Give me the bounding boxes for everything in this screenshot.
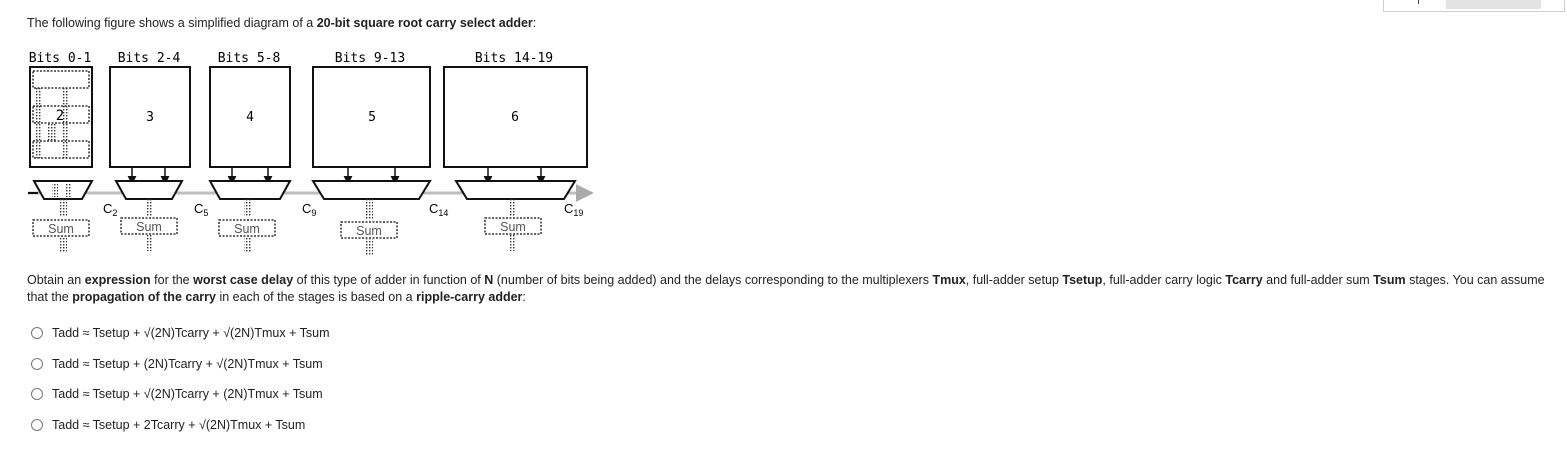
mux-3 xyxy=(311,180,432,200)
sum-label-3: Sum xyxy=(356,224,382,238)
sum-box-2: Sum xyxy=(218,219,276,237)
stage-2-block xyxy=(209,66,291,168)
sum-label-2: Sum xyxy=(234,222,260,236)
stage-4-block xyxy=(443,66,588,168)
bits-label-3: Bits 9-13 xyxy=(335,51,405,66)
carry-select-adder-diagram: Bits 0-1 Bits 2-4 Bits 5-8 Bits 9-13 Bit… xyxy=(28,51,594,255)
carry-c9: C9 xyxy=(302,201,316,218)
carry-c5: C5 xyxy=(194,201,208,218)
intro-text: The following figure shows a simplified … xyxy=(27,16,537,30)
bits-label-1: Bits 2-4 xyxy=(118,51,181,66)
stage-4-size: 6 xyxy=(511,110,519,125)
sum-box-0: Sum xyxy=(32,219,90,237)
bits-label-0: Bits 0-1 xyxy=(29,51,92,66)
stage-1-block xyxy=(109,66,191,168)
stage-3-block xyxy=(312,66,431,168)
question-text: Obtain an expression for the worst case … xyxy=(27,273,1545,304)
carry-c19: C19 xyxy=(564,201,583,218)
option-1[interactable]: Tadd ≈ Tsetup + √(2N)Tcarry + √(2N)Tmux … xyxy=(31,318,330,349)
stage-0-size: 2 xyxy=(56,108,64,124)
stage-0-block: 2 xyxy=(29,66,93,168)
option-label-2[interactable]: Tadd ≈ Tsetup + (2N)Tcarry + √(2N)Tmux +… xyxy=(52,356,323,371)
bits-label-4: Bits 14-19 xyxy=(475,51,553,66)
option-label-3[interactable]: Tadd ≈ Tsetup + √(2N)Tcarry + (2N)Tmux +… xyxy=(52,387,323,402)
carry-c14: C14 xyxy=(429,201,448,218)
mux-1 xyxy=(114,180,184,200)
sum-label-4: Sum xyxy=(500,220,526,234)
sum-box-3: Sum xyxy=(340,221,398,239)
radio-button-4[interactable] xyxy=(31,418,43,431)
stage-2-size: 4 xyxy=(246,110,254,125)
radio-button-2[interactable] xyxy=(31,357,43,370)
mux-4 xyxy=(454,180,577,200)
top-right-tick xyxy=(1418,0,1419,4)
option-3[interactable]: Tadd ≈ Tsetup + √(2N)Tcarry + (2N)Tmux +… xyxy=(31,379,330,410)
sum-label-1: Sum xyxy=(136,220,162,234)
option-label-4[interactable]: Tadd ≈ Tsetup + 2Tcarry + √(2N)Tmux + Ts… xyxy=(52,417,306,432)
sum-box-4: Sum xyxy=(484,217,542,235)
stage-3-size: 5 xyxy=(368,110,376,125)
radio-button-1[interactable] xyxy=(31,327,43,340)
option-2[interactable]: Tadd ≈ Tsetup + (2N)Tcarry + √(2N)Tmux +… xyxy=(31,349,330,380)
top-right-control xyxy=(1383,0,1565,12)
option-label-1[interactable]: Tadd ≈ Tsetup + √(2N)Tcarry + √(2N)Tmux … xyxy=(52,326,330,341)
stage-1-size: 3 xyxy=(146,110,154,125)
answer-options: Tadd ≈ Tsetup + √(2N)Tcarry + √(2N)Tmux … xyxy=(31,318,330,440)
radio-button-3[interactable] xyxy=(31,388,43,401)
bits-label-2: Bits 5-8 xyxy=(218,51,281,66)
mux-0 xyxy=(32,180,94,200)
top-right-bar xyxy=(1446,0,1541,9)
option-4[interactable]: Tadd ≈ Tsetup + 2Tcarry + √(2N)Tmux + Ts… xyxy=(31,410,330,441)
sum-label-0: Sum xyxy=(48,222,74,236)
sum-box-1: Sum xyxy=(120,217,178,235)
carry-c2: C2 xyxy=(103,201,117,218)
intro-bold: 20-bit square root carry select adder xyxy=(316,16,533,30)
mux-2 xyxy=(208,180,292,200)
